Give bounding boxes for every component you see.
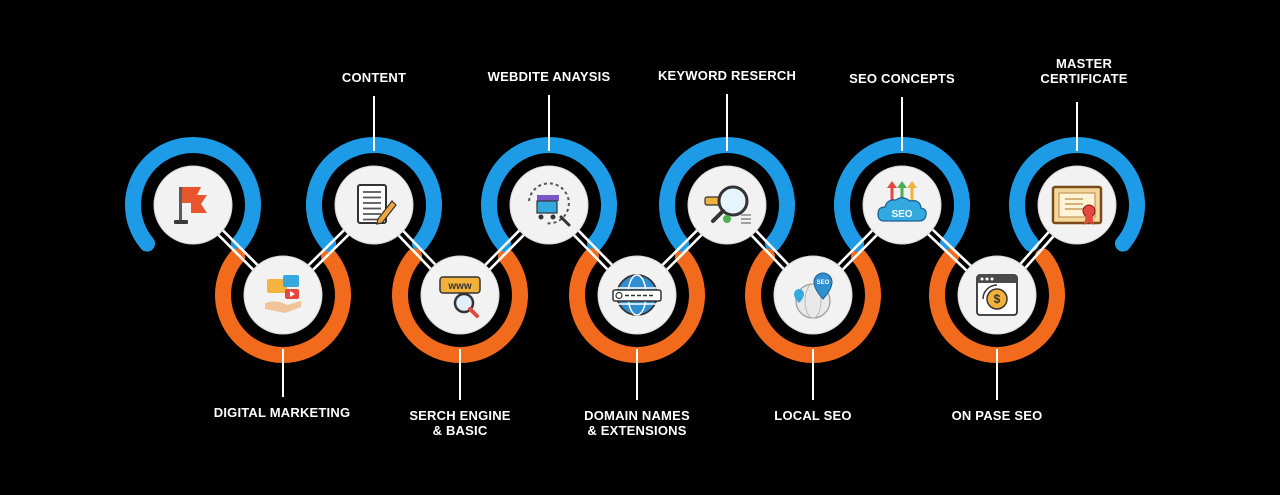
browser-dollar-icon: $	[976, 274, 1018, 316]
step-node-domain-names-extensions	[597, 255, 677, 335]
label-on-page-seo: ON PASE SEO	[951, 408, 1043, 423]
media-folder-hand-icon	[265, 275, 301, 313]
step-node-keyword-reserch	[687, 165, 767, 245]
map-pin-globe-icon: SEO	[794, 272, 833, 319]
keyword-magnifier-icon	[704, 185, 751, 224]
svg-text:www: www	[447, 281, 472, 292]
flag-icon	[174, 187, 207, 224]
www-search-icon: www	[439, 276, 481, 318]
svg-text:SEO: SEO	[817, 280, 830, 286]
svg-text:SEO: SEO	[891, 209, 912, 220]
document-pen-icon	[357, 184, 397, 225]
label-digital-marketing: DIGITAL MARKETING	[213, 405, 351, 420]
step-node-serch-engine-basic: www	[420, 255, 500, 335]
step-node-webdite-anaysis	[509, 165, 589, 245]
step-node-content	[334, 165, 414, 245]
cart-analysis-icon	[528, 182, 571, 227]
step-node-start	[153, 165, 233, 245]
label-local-seo: LOCAL SEO	[774, 408, 852, 423]
label-content: CONTENT	[341, 70, 407, 85]
step-node-master-certificate	[1037, 165, 1117, 245]
label-seo-concepts: SEO CONCEPTS	[849, 71, 955, 86]
label-master-certificate: MASTER CERTIFICATE	[1040, 56, 1128, 86]
step-node-seo-concepts: SEO	[862, 165, 942, 245]
seo-cloud-icon: SEO	[877, 181, 927, 222]
step-node-on-pase-seo: $	[957, 255, 1037, 335]
label-search-engine-basic: SERCH ENGINE & BASIC	[409, 408, 511, 438]
step-node-digital-marketing	[243, 255, 323, 335]
label-keyword-research: KEYWORD RESERCH	[657, 68, 797, 83]
node-circle	[243, 255, 323, 335]
step-node-local-seo: SEO	[773, 255, 853, 335]
svg-text:$: $	[994, 292, 1001, 306]
label-domain-names-extensions: DOMAIN NAMES & EXTENSIONS	[584, 408, 690, 438]
certificate-icon	[1051, 185, 1103, 225]
label-website-analysis: WEBDITE ANAYSIS	[487, 69, 611, 84]
blue-ring-start	[125, 137, 261, 252]
globe-url-icon	[612, 274, 662, 316]
